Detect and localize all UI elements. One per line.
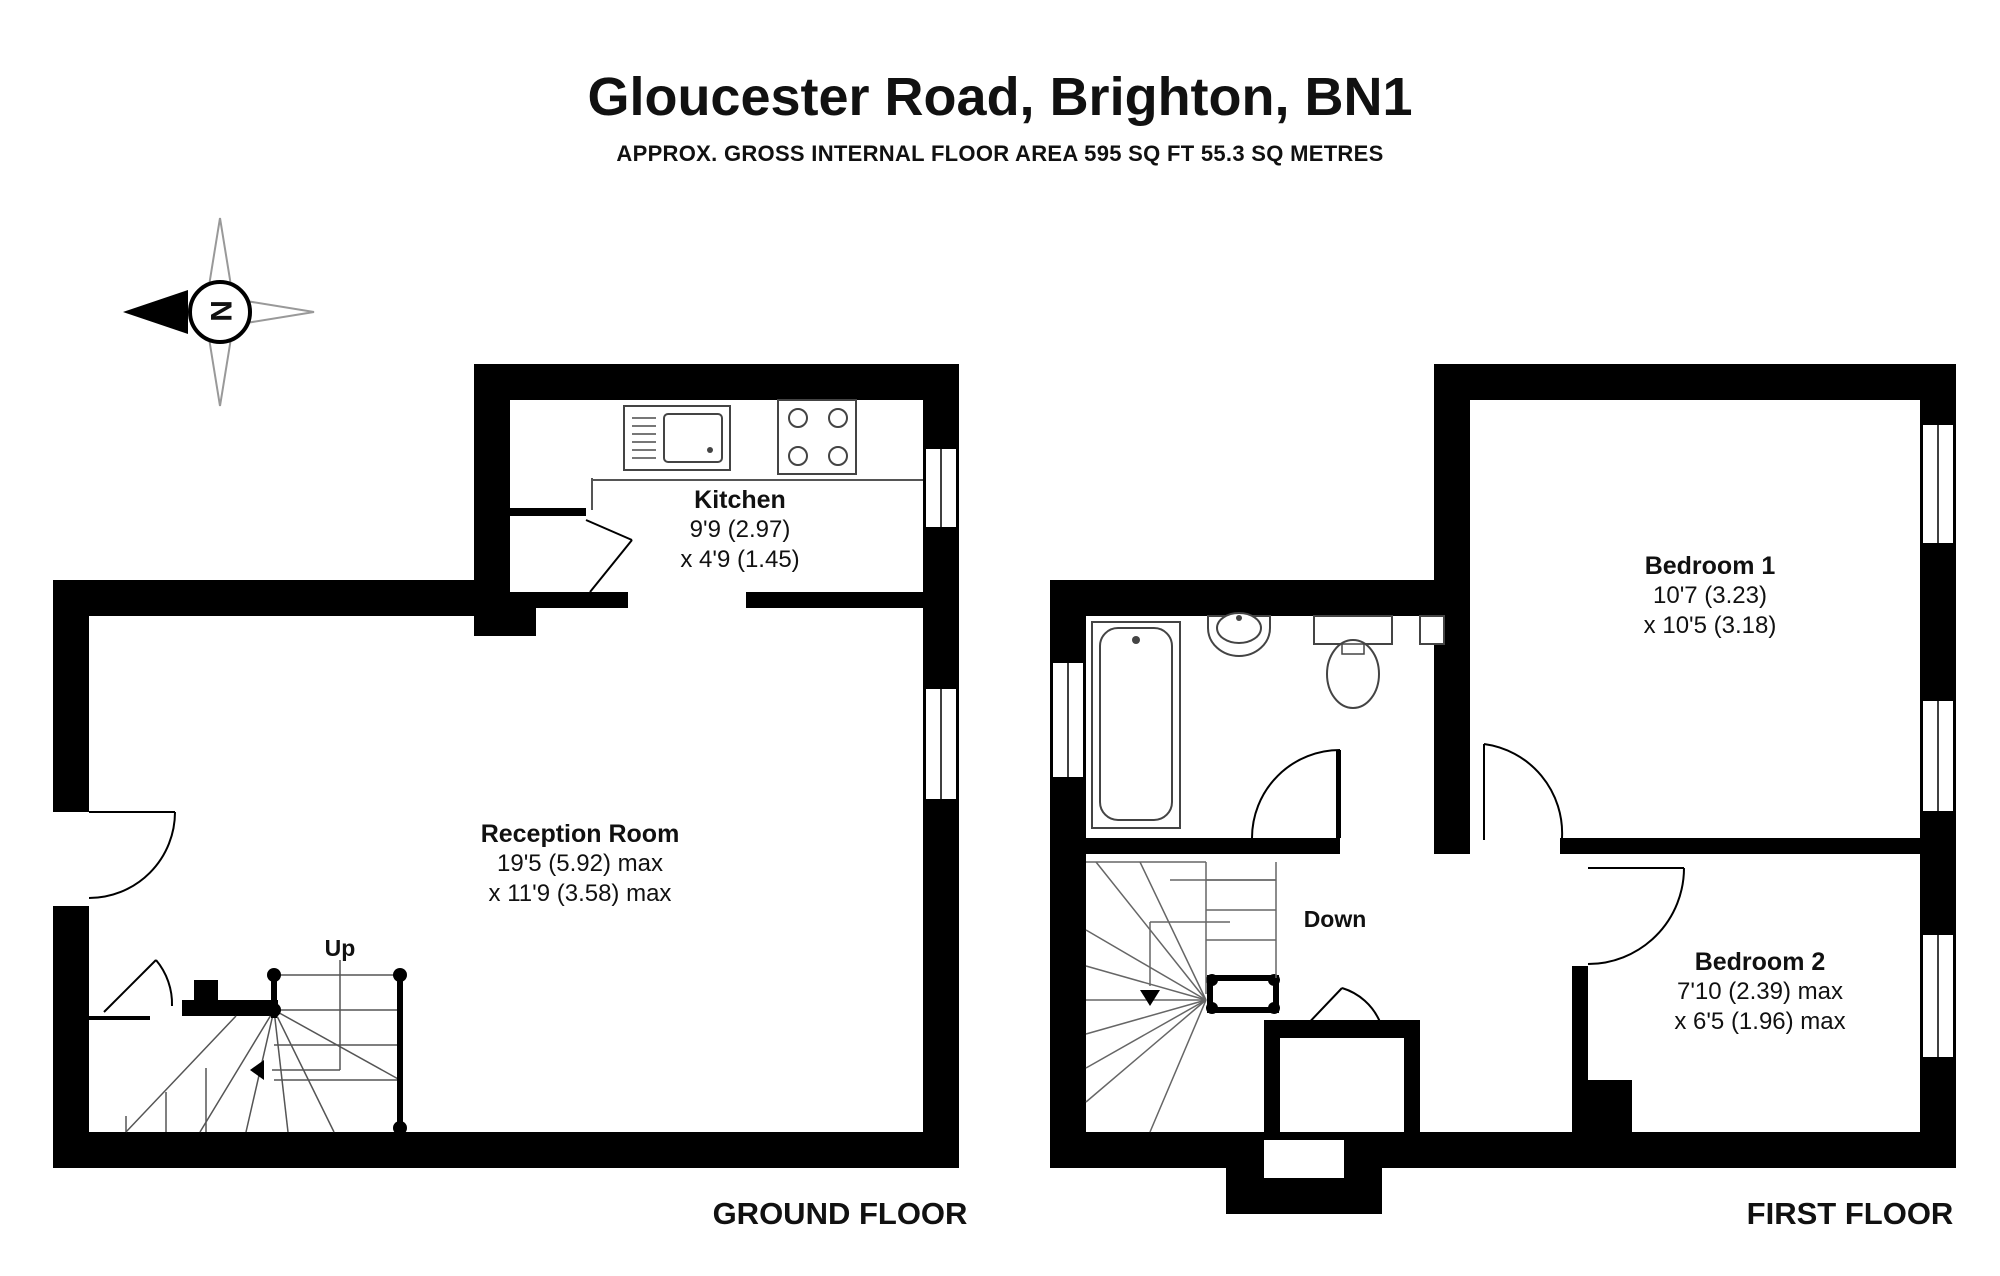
first-floor-staircase [1085, 861, 1277, 1133]
kitchen-sink-icon [623, 405, 731, 471]
ground-floor-staircase [125, 960, 401, 1133]
kitchen-dimension-1: 9'9 (2.97) [689, 516, 791, 543]
reception-room-dimension-2: x 11'9 (3.58) max [488, 880, 672, 907]
ground-floor-plan [53, 364, 959, 1168]
page-title: Gloucester Road, Brighton, BN1 [587, 67, 1413, 127]
kitchen-hob-icon [777, 399, 857, 475]
wash-basin-icon [1207, 612, 1271, 657]
compass-north-label: N [204, 300, 237, 322]
stairs-up-label: Up [324, 935, 356, 961]
bedroom-1-dimension-2: x 10'5 (3.18) [1643, 612, 1777, 639]
stairs-down-label: Down [1303, 906, 1367, 932]
compass-rose-icon [123, 217, 315, 407]
reception-room-name: Reception Room [480, 820, 680, 848]
bedroom-2-dimension-1: 7'10 (2.39) max [1677, 978, 1843, 1005]
first-floor-plan [1050, 364, 1956, 1214]
bedroom-2-dimension-2: x 6'5 (1.96) max [1674, 1008, 1846, 1035]
ground-floor-label: GROUND FLOOR [712, 1196, 968, 1231]
bedroom-1-name: Bedroom 1 [1644, 552, 1776, 580]
bedroom-1-dimension-1: 10'7 (3.23) [1653, 582, 1767, 609]
toilet-icon [1313, 615, 1393, 709]
kitchen-dimension-2: x 4'9 (1.45) [680, 546, 800, 573]
bath-icon [1091, 621, 1181, 829]
kitchen-name: Kitchen [694, 486, 786, 514]
first-floor-label: FIRST FLOOR [1746, 1196, 1954, 1231]
reception-room-dimension-1: 19'5 (5.92) max [497, 850, 663, 877]
bedroom-2-name: Bedroom 2 [1694, 948, 1826, 976]
floor-area-subtitle: APPROX. GROSS INTERNAL FLOOR AREA 595 SQ… [616, 141, 1384, 166]
